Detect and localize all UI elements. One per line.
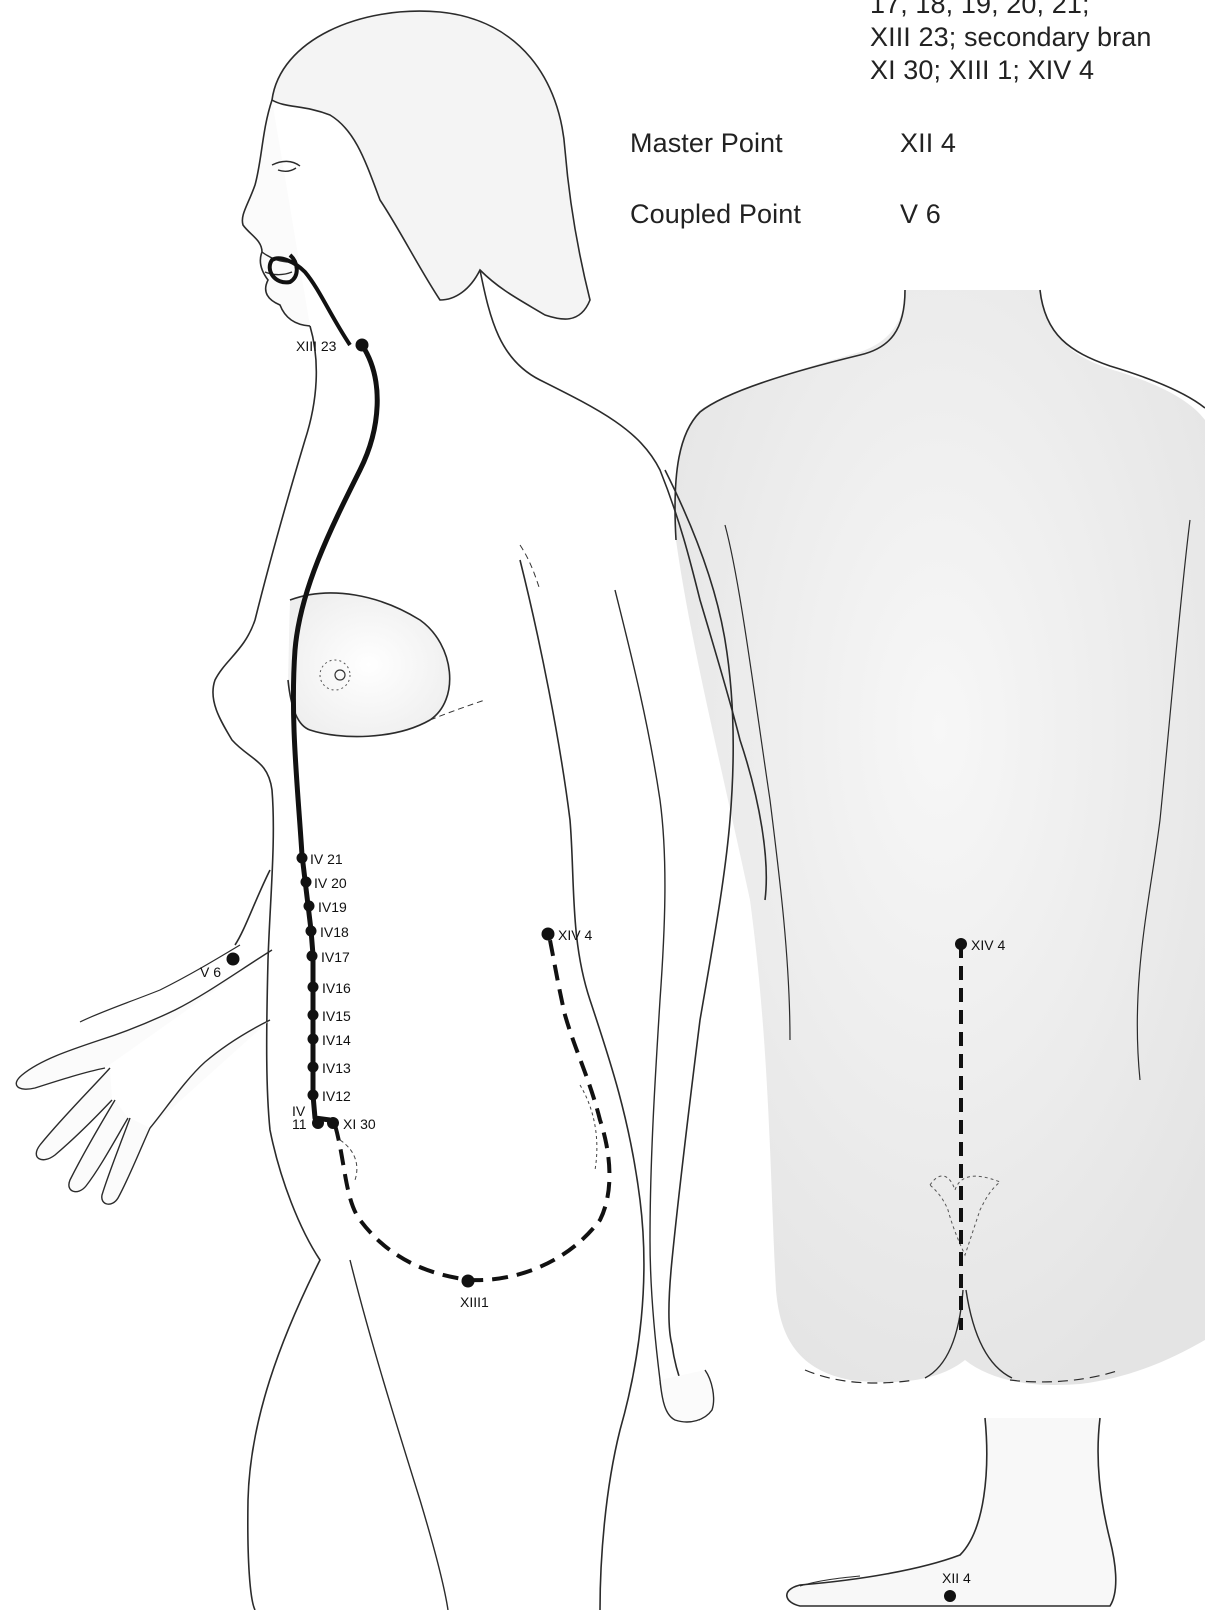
label-iv13: IV13 bbox=[322, 1060, 351, 1076]
xiii1-point bbox=[462, 1275, 475, 1288]
label-xiv4-back: XIV 4 bbox=[971, 937, 1005, 953]
label-iv20: IV 20 bbox=[314, 875, 347, 891]
back-arm-inner bbox=[615, 590, 680, 1418]
back-view-figure bbox=[675, 290, 1205, 1385]
front-points bbox=[227, 339, 555, 1288]
label-iv15: IV15 bbox=[322, 1008, 351, 1024]
iv16-point bbox=[308, 982, 319, 993]
shoulder-blade-line bbox=[520, 545, 540, 590]
label-xiii1: XIII1 bbox=[460, 1294, 489, 1310]
v6-point bbox=[227, 953, 240, 966]
label-iv11: IV 11 bbox=[292, 1105, 307, 1131]
hair bbox=[272, 11, 590, 319]
iv14-point bbox=[308, 1034, 319, 1045]
label-iv16: IV16 bbox=[322, 980, 351, 996]
xiii23-point bbox=[356, 339, 369, 352]
iv11-point bbox=[312, 1117, 324, 1129]
iv15-point bbox=[308, 1010, 319, 1021]
front-forearm-top bbox=[80, 945, 240, 1022]
xiv4-back-point bbox=[955, 938, 967, 950]
label-iv19: IV19 bbox=[318, 899, 347, 915]
label-iv11-bottom: 11 bbox=[292, 1118, 307, 1131]
back-body-silhouette bbox=[675, 290, 1205, 1385]
face-profile bbox=[242, 100, 310, 326]
front-arm-upper bbox=[235, 870, 270, 945]
back-hand bbox=[660, 1370, 714, 1422]
iv13-point bbox=[308, 1062, 319, 1073]
label-xiii23: XIII 23 bbox=[296, 338, 336, 354]
label-xi30: XI 30 bbox=[343, 1116, 376, 1132]
body-front-outline bbox=[213, 326, 320, 1610]
breast bbox=[288, 593, 450, 737]
iv21-point bbox=[297, 853, 308, 864]
iv18-point bbox=[306, 926, 317, 937]
label-xiv4-front: XIV 4 bbox=[558, 927, 592, 943]
label-iv17: IV17 bbox=[321, 949, 350, 965]
label-iv21: IV 21 bbox=[310, 851, 343, 867]
inner-leg bbox=[350, 1260, 448, 1610]
iv17-point bbox=[307, 951, 318, 962]
waist-back bbox=[520, 560, 644, 1610]
label-iv14: IV14 bbox=[322, 1032, 351, 1048]
label-v6: V 6 bbox=[200, 964, 221, 980]
front-figure bbox=[16, 11, 766, 1610]
front-meridian-dashed bbox=[335, 935, 609, 1280]
xiv4-front-point bbox=[542, 928, 555, 941]
xi30-point bbox=[327, 1117, 339, 1129]
front-forearm bbox=[16, 950, 272, 1204]
label-xii4-foot: XII 4 bbox=[942, 1570, 971, 1586]
xii4-foot-point bbox=[944, 1590, 956, 1602]
iv20-point bbox=[301, 877, 312, 888]
label-iv18: IV18 bbox=[320, 924, 349, 940]
iv19-point bbox=[304, 901, 315, 912]
iv12-point bbox=[308, 1090, 319, 1101]
label-iv12: IV12 bbox=[322, 1088, 351, 1104]
